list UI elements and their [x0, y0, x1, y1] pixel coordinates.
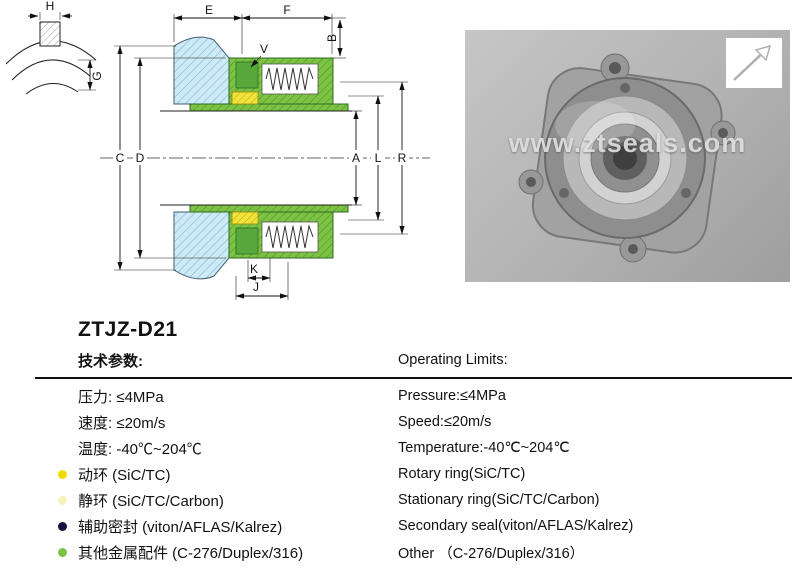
dim-label-r: R	[398, 151, 407, 165]
spec-en: Speed:≤20m/s	[398, 414, 492, 430]
dim-label-c: C	[116, 151, 125, 165]
spec-row-temperature: 温度: -40℃~204℃ Temperature:-40℃~204℃	[0, 435, 800, 461]
dim-label-a: A	[352, 151, 360, 165]
spec-header-cn: 技术参数:	[78, 352, 143, 370]
divider-line	[35, 377, 792, 379]
spec-cn: 其他金属配件 (C-276/Duplex/316)	[78, 544, 304, 562]
dim-label-j: J	[253, 280, 259, 294]
spec-en: Secondary seal(viton/AFLAS/Kalrez)	[398, 518, 634, 534]
gland-plates	[173, 36, 230, 280]
dim-label-f: F	[283, 3, 290, 17]
spec-section: ZTJZ-D21 技术参数: Operating Limits: 压力: ≤4M…	[0, 318, 800, 565]
technical-drawing: H G	[5, 0, 430, 300]
spec-cn: 温度: -40℃~204℃	[78, 440, 202, 458]
spec-row-stationary-ring: 静环 (SiC/TC/Carbon) Stationary ring(SiC/T…	[0, 487, 800, 513]
dim-label-backgrounds	[113, 150, 409, 165]
bullet-icon	[58, 547, 67, 557]
seal-rings	[231, 61, 259, 255]
watermark-text: www.ztseals.com	[508, 128, 747, 158]
spec-en: Temperature:-40℃~204℃	[398, 440, 570, 456]
spec-cn: 动环 (SiC/TC)	[78, 466, 171, 484]
spec-cn: 速度: ≤20m/s	[78, 414, 166, 432]
spring-assembly	[261, 63, 319, 253]
spec-cn: 辅助密封 (viton/AFLAS/Kalrez)	[78, 518, 283, 536]
spec-en: Rotary ring(SiC/TC)	[398, 466, 526, 482]
corner-logo	[726, 38, 782, 88]
spec-header-row: 技术参数: Operating Limits:	[0, 348, 800, 372]
detail-view	[5, 12, 97, 95]
dim-label-d: D	[136, 151, 145, 165]
spec-row-speed: 速度: ≤20m/s Speed:≤20m/s	[0, 409, 800, 435]
dim-label-b: B	[325, 34, 339, 42]
dim-label-l: L	[375, 151, 382, 165]
dim-label-g: G	[90, 71, 104, 80]
spec-row-rotary-ring: 动环 (SiC/TC) Rotary ring(SiC/TC)	[0, 461, 800, 487]
spec-row-pressure: 压力: ≤4MPa Pressure:≤4MPa	[0, 383, 800, 409]
corner-logo-icon	[733, 44, 772, 81]
seal-photo-illustration	[518, 53, 736, 263]
bullet-icon	[58, 469, 67, 479]
spec-en: Other （C-276/Duplex/316）	[398, 545, 585, 562]
dim-label-v: V	[260, 42, 268, 56]
product-photo: www.ztseals.com	[465, 30, 790, 282]
shaft-lines	[160, 110, 352, 206]
spec-header-en: Operating Limits:	[398, 352, 508, 368]
dim-label-h: H	[46, 0, 55, 13]
spec-row-other-metal: 其他金属配件 (C-276/Duplex/316) Other （C-276/D…	[0, 539, 800, 565]
bullet-icon	[58, 521, 67, 531]
spec-en: Stationary ring(SiC/TC/Carbon)	[398, 492, 600, 508]
spec-en: Pressure:≤4MPa	[398, 388, 506, 404]
model-title: ZTJZ-D21	[78, 318, 178, 341]
bullet-icon	[58, 495, 67, 505]
spec-row-secondary-seal: 辅助密封 (viton/AFLAS/Kalrez) Secondary seal…	[0, 513, 800, 539]
spec-cn: 静环 (SiC/TC/Carbon)	[78, 492, 224, 510]
spec-cn: 压力: ≤4MPa	[78, 388, 164, 406]
dim-label-k: K	[250, 262, 258, 276]
dim-label-e: E	[205, 3, 213, 17]
